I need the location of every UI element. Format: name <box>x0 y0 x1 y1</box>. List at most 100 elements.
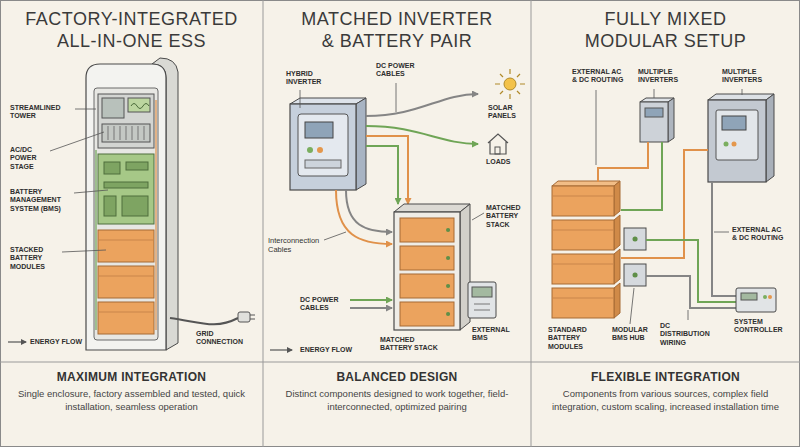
leader-line <box>75 109 96 110</box>
controller-screen <box>741 293 757 300</box>
status-led <box>768 295 772 299</box>
inverter-screen <box>305 122 333 138</box>
interconnection-cable <box>336 190 392 244</box>
leader-line <box>742 89 743 95</box>
leader-line <box>396 83 397 112</box>
leader-line <box>596 90 597 165</box>
battery-module <box>400 274 454 298</box>
callout-label: DC POWER CABLES <box>300 296 346 313</box>
small-inverter <box>640 102 668 142</box>
panel: FULLY MIXED MODULAR SETUPFLEXIBLE INTEGR… <box>531 0 800 447</box>
inverter-side <box>766 94 774 182</box>
leader-line <box>472 213 484 220</box>
callout-label: DC DISTRIBUTION WIRING <box>660 322 716 347</box>
callout-label: SYSTEM CONTROLLER <box>734 318 790 335</box>
caption-divider <box>0 362 800 363</box>
interconnection-cable <box>346 190 392 232</box>
bms-chip <box>104 162 120 174</box>
caption-band: BALANCED DESIGNDistinct components desig… <box>273 368 521 417</box>
caption-band: MAXIMUM INTEGRATIONSingle enclosure, fac… <box>10 368 253 417</box>
waveform <box>131 104 149 109</box>
battery-module <box>552 186 614 216</box>
status-led <box>732 142 737 147</box>
large-inverter <box>708 100 766 182</box>
inverter-screen <box>722 116 746 130</box>
callout-label: HYBRID INVERTER <box>286 70 330 87</box>
callout-label: MATCHED BATTERY STACK <box>486 204 526 229</box>
callout-label: Interconnection Cables <box>268 236 330 254</box>
leader-line <box>300 90 301 108</box>
callout-label: EXTERNAL BMS <box>472 326 518 343</box>
heat-sink <box>102 124 150 142</box>
bms-buttons <box>474 304 490 310</box>
panel-title: MATCHED INVERTER & BATTERY PAIR <box>297 8 497 52</box>
module-side <box>614 181 620 318</box>
module-top <box>552 181 620 186</box>
inverter-vent <box>305 160 341 168</box>
inverter-panel <box>298 114 348 176</box>
callout-label: MATCHED BATTERY STACK <box>380 336 446 353</box>
battery-module <box>400 302 454 326</box>
module-led <box>446 230 450 314</box>
external-bms <box>468 282 496 318</box>
battery-module <box>400 218 454 242</box>
leader-line <box>62 250 106 252</box>
sun-icon <box>504 78 516 90</box>
dc-cable <box>350 307 392 309</box>
callout-label: STACKED BATTERY MODULES <box>10 246 58 271</box>
callout-label: ENERGY FLOW <box>300 346 352 354</box>
system-controller <box>736 288 776 312</box>
leader-line <box>654 89 655 98</box>
house-door <box>495 147 500 154</box>
callout-label: STANDARD BATTERY MODULES <box>548 326 596 351</box>
bms-chip <box>104 196 116 216</box>
inverter-screen <box>645 108 663 117</box>
module-seam <box>98 240 154 312</box>
routing-wire <box>621 150 708 258</box>
battery-rack <box>394 212 460 330</box>
dc-cable <box>366 94 478 116</box>
callout-label: DC POWER CABLES <box>376 62 422 79</box>
caption-heading: BALANCED DESIGN <box>275 370 519 385</box>
callout-label: ENERGY FLOW <box>30 338 82 346</box>
callout-label: SOLAR PANELS <box>488 104 526 121</box>
internal-wire <box>95 150 96 330</box>
callout-label: MULTIPLE INVERTERS <box>722 68 772 85</box>
sun-rays <box>495 69 525 99</box>
tower-bay <box>94 88 158 340</box>
caption-heading: MAXIMUM INTEGRATION <box>12 370 251 385</box>
inverter-side <box>356 98 366 190</box>
caption-band: FLEXIBLE INTEGRATIONComponents from vari… <box>541 368 790 417</box>
status-led <box>763 295 767 299</box>
panel-title: FACTORY-INTEGRATED ALL-IN-ONE ESS <box>19 8 244 52</box>
panel: FACTORY-INTEGRATED ALL-IN-ONE ESS MAXIMUM… <box>0 0 263 447</box>
callout-label: AC/DC POWER STAGE <box>10 146 46 171</box>
leader-line <box>714 232 729 233</box>
grid-cable <box>170 318 238 324</box>
panel-divider <box>531 0 532 447</box>
routing-wire <box>621 142 662 210</box>
inverter-side <box>668 98 674 142</box>
hybrid-inverter <box>290 104 356 190</box>
callout-label: STREAMLINED TOWER <box>10 104 74 121</box>
leader-line <box>324 232 346 240</box>
battery-module <box>400 246 454 270</box>
rack-top <box>394 204 470 212</box>
dc-cable <box>350 299 392 301</box>
battery-module <box>552 254 614 284</box>
caption-body: Components from various sources, complex… <box>543 388 788 413</box>
status-led <box>724 142 729 147</box>
status-led <box>317 147 323 153</box>
panel-divider <box>263 0 264 447</box>
bms-board <box>98 154 154 224</box>
grid-plug <box>238 312 250 322</box>
power-display <box>128 98 150 112</box>
dc-cable <box>366 146 398 204</box>
callout-label: EXTERNAL AC & DC ROUTING <box>572 68 626 85</box>
tower-front <box>86 64 166 350</box>
inverter-top <box>708 94 774 100</box>
energy-flow-arrow <box>8 341 26 342</box>
bms-chip <box>104 182 148 188</box>
